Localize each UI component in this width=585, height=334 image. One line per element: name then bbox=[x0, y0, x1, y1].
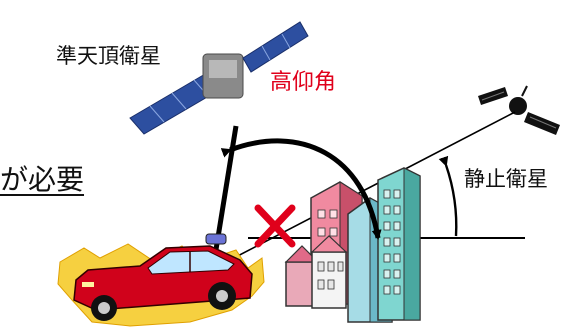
high-elevation-label: 高仰角 bbox=[270, 70, 337, 95]
car-icon bbox=[57, 233, 265, 327]
requirement-text: が必要 bbox=[0, 163, 85, 196]
blocked-cross-icon bbox=[254, 204, 296, 248]
geo-satellite-icon bbox=[478, 85, 560, 135]
high-elevation-arc bbox=[220, 138, 382, 240]
geo-elevation-arc bbox=[438, 155, 458, 237]
city-buildings-icon bbox=[284, 167, 421, 323]
geostationary-label: 静止衛星 bbox=[464, 167, 548, 191]
qzss-satellite-icon bbox=[129, 21, 309, 135]
qzss-label: 準天頂衛星 bbox=[56, 44, 161, 68]
